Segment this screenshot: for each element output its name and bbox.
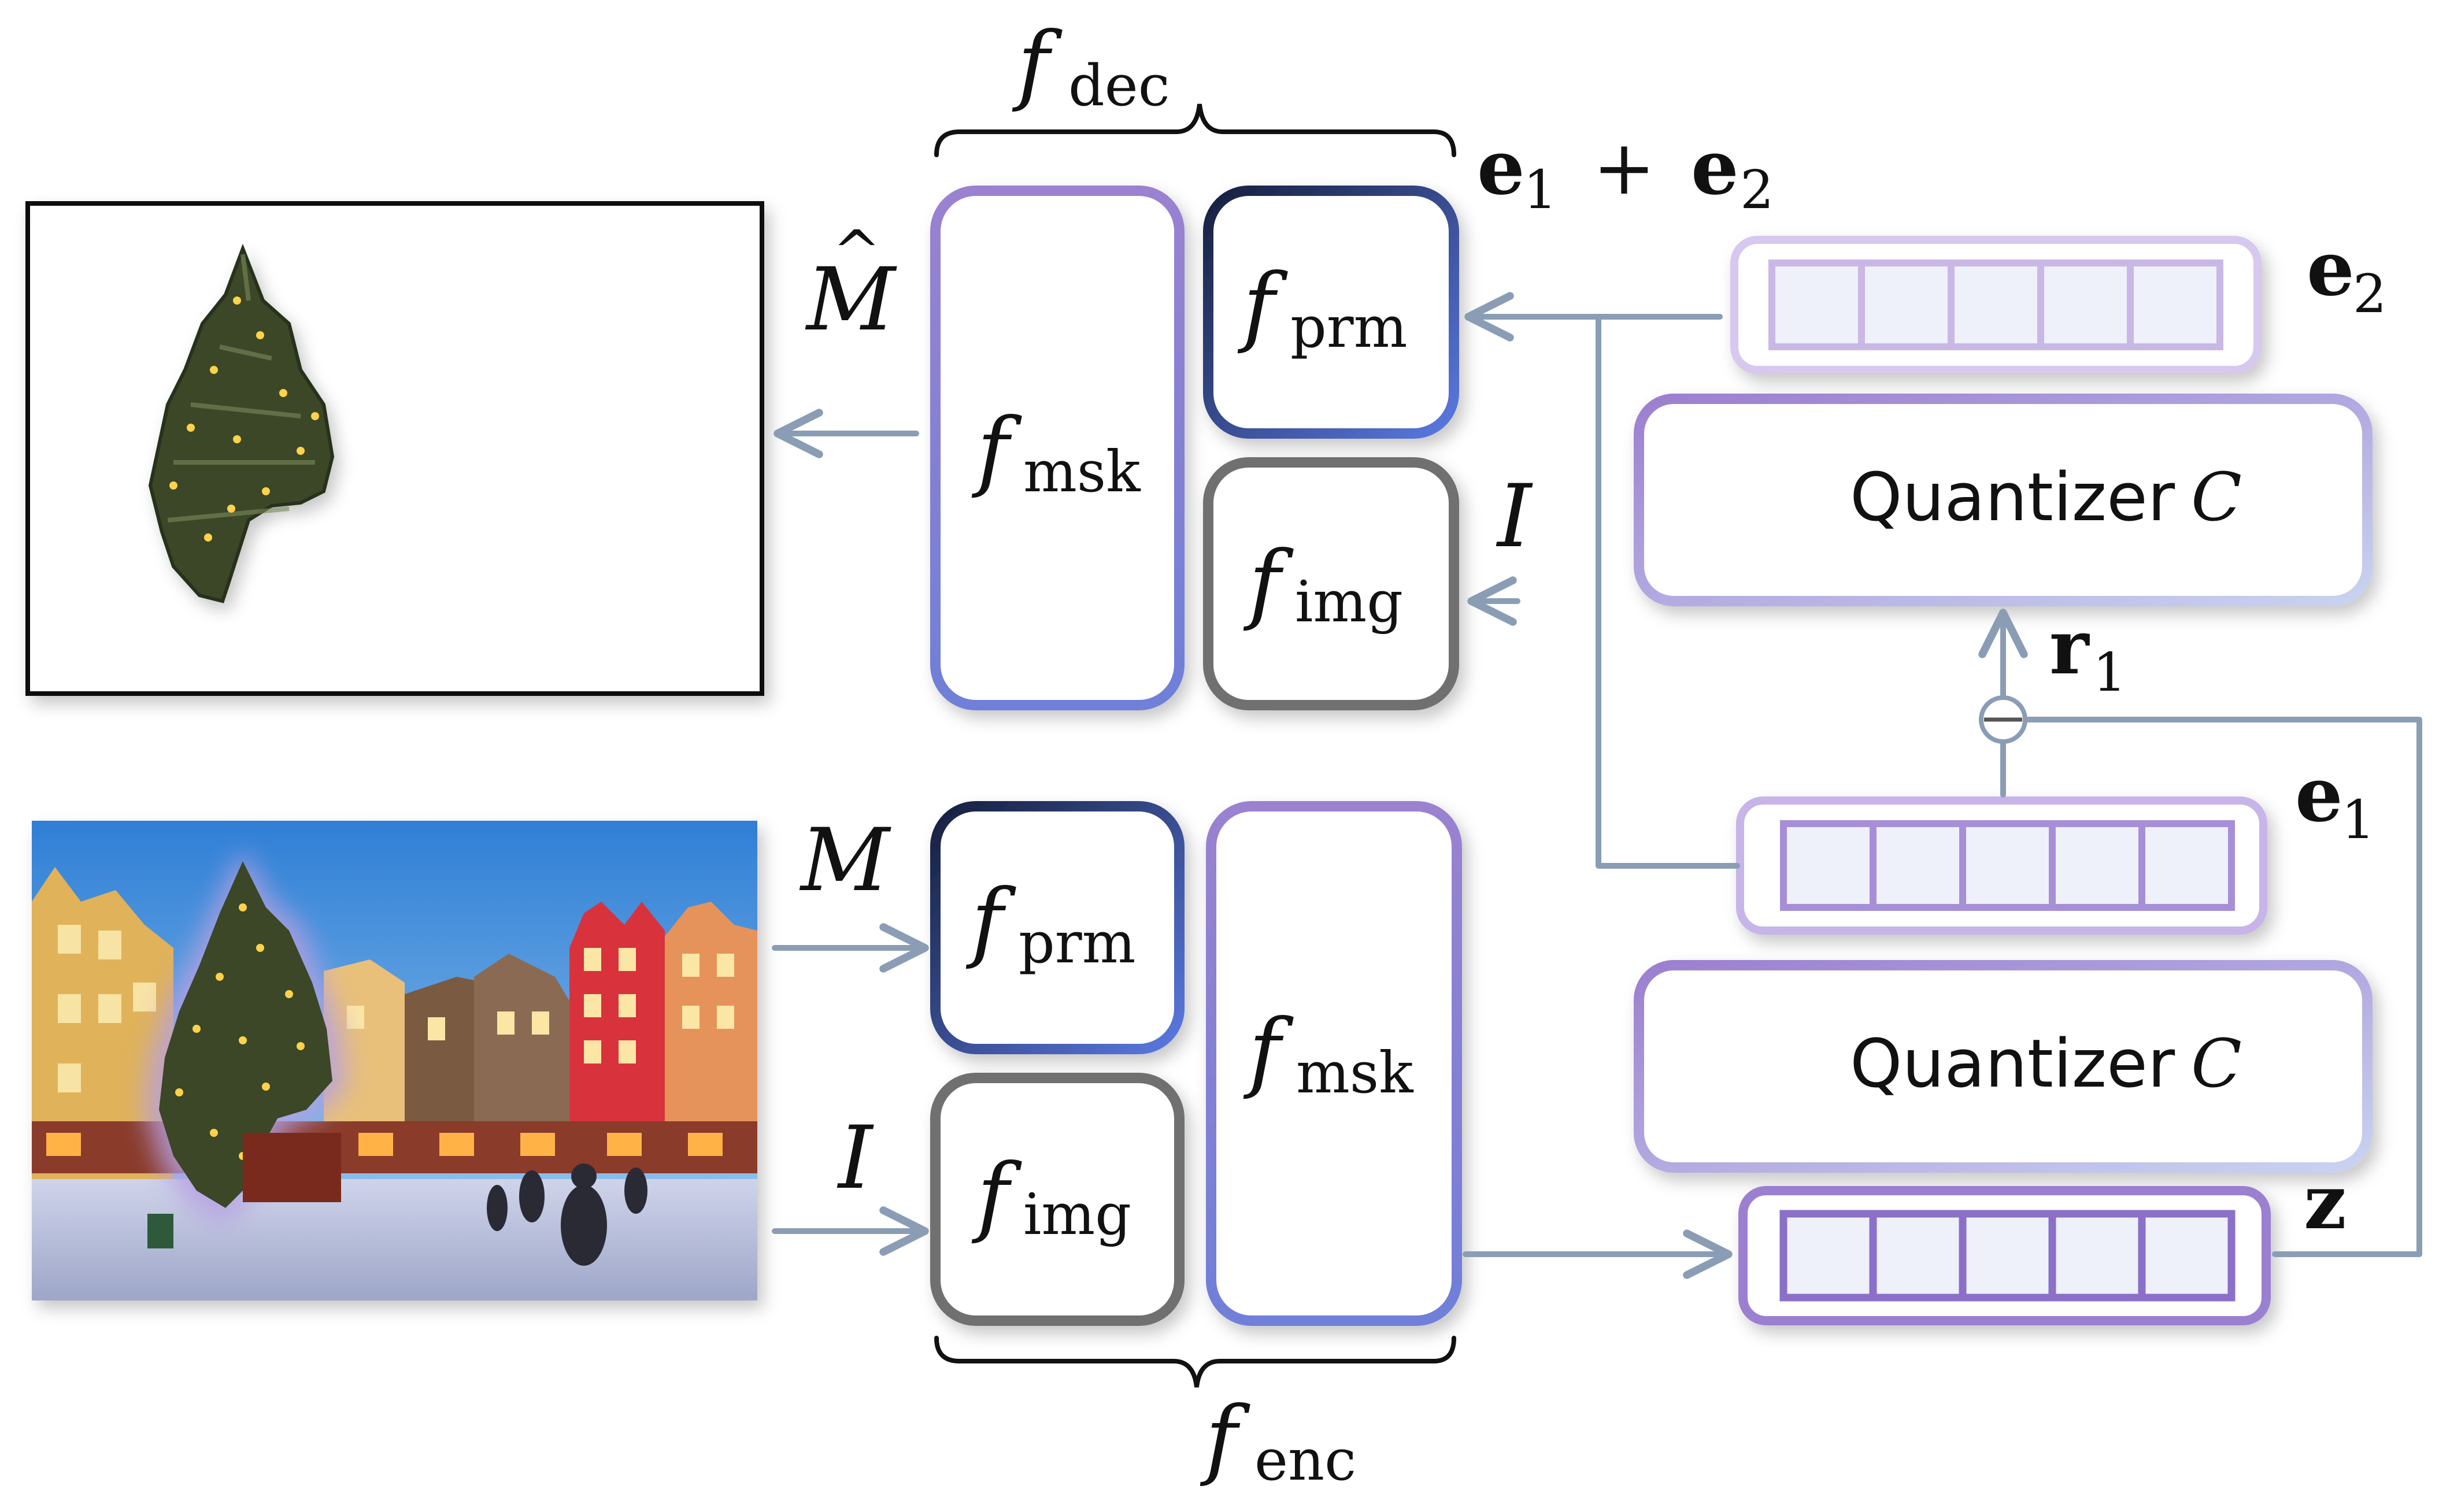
e1-plus-e2-label: e 1 + e 2 [1477,123,1774,221]
svg-text:msk: msk [1023,439,1141,505]
decoder-brace [934,103,1456,157]
encoder-brace [934,1336,1456,1388]
svg-text:z: z [2304,1158,2347,1246]
svg-text:e: e [1691,123,1739,212]
svg-text:img: img [1023,1182,1131,1248]
image-label-encoder: I [837,1108,874,1209]
svg-text:I: I [837,1108,874,1209]
output-mask-panel [25,201,764,696]
e1-label: e 1 [2295,750,2375,851]
svg-text:2: 2 [2353,263,2387,325]
svg-text:r: r [2049,603,2090,691]
svg-text:M: M [805,250,897,350]
svg-text:C: C [2191,1025,2242,1103]
svg-text:e: e [2307,224,2355,313]
svg-text:f: f [1012,14,1063,114]
svg-text:e: e [2295,750,2343,839]
subtraction-node [1979,695,2027,744]
encoder-f-img-block: f img [930,1073,1185,1326]
decoder-f-img-block: f img [1203,457,1459,710]
masked-tree-icon [148,243,335,603]
quantizer-top: Quantizer C [1634,394,2373,606]
svg-text:+: + [1593,124,1656,212]
svg-text:1: 1 [1523,159,1557,221]
svg-text:I: I [1496,466,1533,567]
r1-label: r 1 [2049,603,2127,703]
svg-text:dec: dec [1068,53,1170,119]
svg-text:e: e [1477,123,1525,212]
svg-text:msk: msk [1296,1040,1414,1106]
svg-text:f: f [1200,1388,1250,1489]
decoder-f-prm-block: f prm [1203,186,1459,439]
input-image-panel [32,821,757,1300]
people [147,1163,647,1266]
svg-text:C: C [2191,459,2242,536]
svg-text:prm: prm [1019,910,1136,976]
vector-e2 [1730,236,2262,374]
f-dec-label: f dec [1012,14,1170,119]
z-label: z [2304,1158,2347,1246]
f-enc-label: f enc [1200,1388,1356,1494]
encoder-f-prm-block: f prm [930,801,1185,1054]
svg-text:Quantizer: Quantizer [1850,459,2175,536]
quantizer-bottom: Quantizer C [1634,960,2373,1173]
vector-e1 [1736,796,2267,935]
mask-label: M [799,810,891,911]
svg-text:Quantizer: Quantizer [1850,1025,2175,1103]
e2-label: e 2 [2307,224,2387,325]
image-label-decoder: I [1496,466,1533,567]
buildings [32,867,757,1179]
svg-text:1: 1 [2093,642,2127,703]
encoder-f-msk-block: f msk [1206,801,1462,1326]
vector-z [1738,1186,2271,1325]
highlighted-tree [145,850,347,1225]
svg-text:^: ^ [832,218,881,286]
mask-hat-label: M ^ [805,218,897,350]
svg-text:enc: enc [1254,1428,1356,1494]
svg-text:M: M [799,810,891,911]
decoder-f-msk-block: f msk [930,186,1185,710]
svg-text:img: img [1295,569,1403,635]
svg-text:2: 2 [1740,159,1774,221]
svg-text:prm: prm [1290,295,1408,361]
connectors [772,292,2422,1279]
svg-text:1: 1 [2341,789,2375,851]
